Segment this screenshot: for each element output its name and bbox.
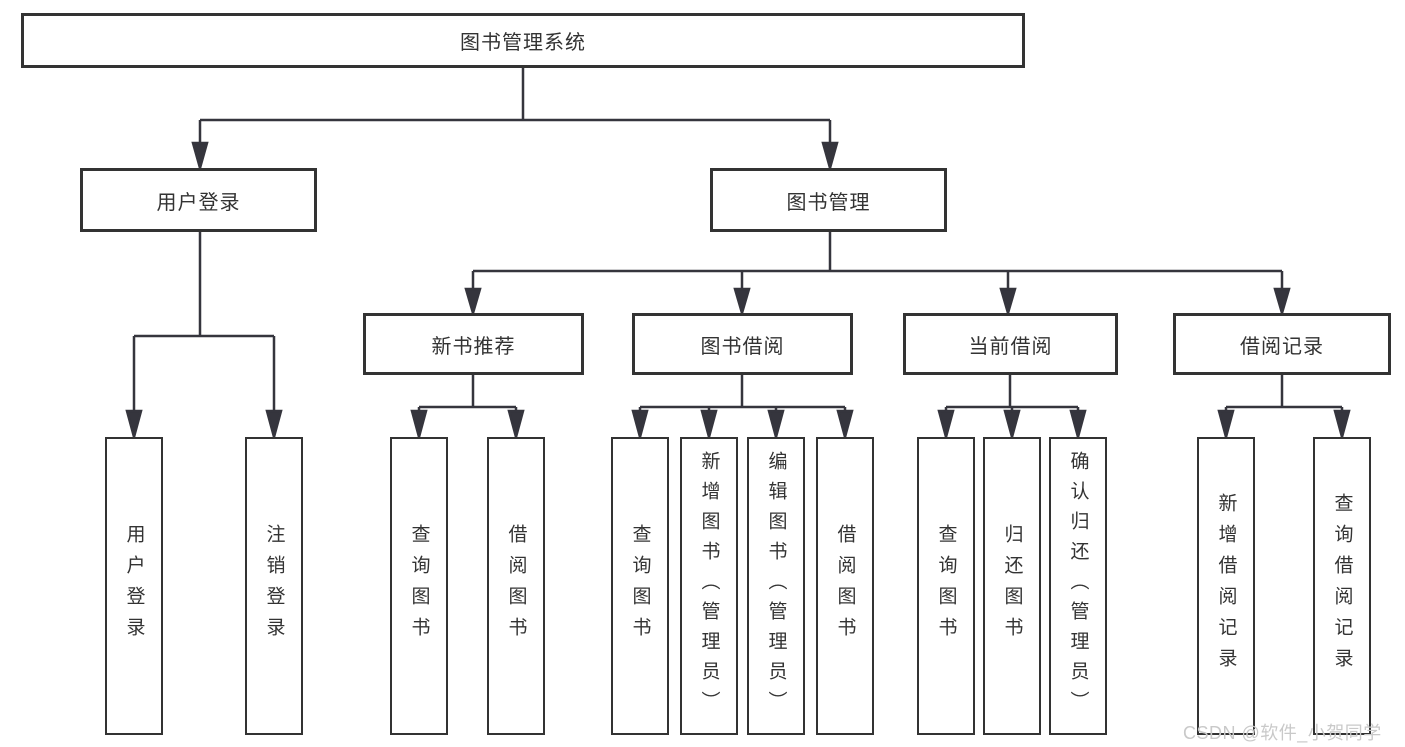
node-new-book-recommend-label: 新书推荐 [431,335,516,358]
leaf-borrow-borrow-books: 借阅图书 [816,437,874,735]
node-book-borrow: 图书借阅 [632,313,853,375]
node-borrow-records-label: 借阅记录 [1240,335,1324,358]
connector-root-split [191,68,839,173]
node-user-login-label: 用户登录 [156,191,241,214]
connector-borrow-records-split [1217,375,1351,442]
leaf-current-query-books: 查询图书 [917,437,975,735]
connector-new-book-split [410,375,525,442]
leaf-logout: 注销登录 [245,437,303,735]
leaf-current-return-books-label: 归还图书 [1001,524,1023,648]
node-book-management: 图书管理 [710,168,947,232]
connector-book-borrow-split [631,375,854,442]
node-current-borrow-label: 当前借阅 [968,335,1053,358]
leaf-user-login: 用户登录 [105,437,163,735]
leaf-records-add-record-label: 新增借阅记录 [1215,493,1237,679]
leaf-borrow-add-books-admin: 新增图书（管理员） [680,437,738,735]
leaf-borrow-add-books-admin-label: 新增图书（管理员） [698,451,720,721]
leaf-borrow-edit-books-admin-label: 编辑图书（管理员） [765,451,787,721]
node-book-management-label: 图书管理 [786,191,871,214]
leaf-borrow-query-books-label: 查询图书 [629,524,651,648]
leaf-logout-label: 注销登录 [263,524,285,648]
connector-current-borrow-split [937,375,1087,442]
leaf-current-return-books: 归还图书 [983,437,1041,735]
node-root-system: 图书管理系统 [21,13,1025,68]
leaf-records-add-record: 新增借阅记录 [1197,437,1255,735]
leaf-current-confirm-return-admin: 确认归还（管理员） [1049,437,1107,735]
leaf-user-login-label: 用户登录 [123,524,145,648]
csdn-watermark: CSDN @软件_小贺同学 [1183,723,1382,743]
leaf-newbook-query-books-label: 查询图书 [408,524,430,648]
node-new-book-recommend: 新书推荐 [363,313,584,375]
leaf-newbook-borrow-books-label: 借阅图书 [505,524,527,648]
leaf-borrow-query-books: 查询图书 [611,437,669,735]
connector-book-management-split [464,232,1291,318]
leaf-records-query-record-label: 查询借阅记录 [1331,493,1353,679]
node-current-borrow: 当前借阅 [903,313,1118,375]
node-book-borrow-label: 图书借阅 [700,335,785,358]
leaf-current-confirm-return-admin-label: 确认归还（管理员） [1067,451,1089,721]
leaf-borrow-borrow-books-label: 借阅图书 [834,524,856,648]
leaf-borrow-edit-books-admin: 编辑图书（管理员） [747,437,805,735]
leaf-records-query-record: 查询借阅记录 [1313,437,1371,735]
node-borrow-records: 借阅记录 [1173,313,1391,375]
node-root-system-label: 图书管理系统 [460,32,586,54]
leaf-current-query-books-label: 查询图书 [935,524,957,648]
leaf-newbook-query-books: 查询图书 [390,437,448,735]
node-user-login: 用户登录 [80,168,317,232]
leaf-newbook-borrow-books: 借阅图书 [487,437,545,735]
connector-user-login-split [125,232,283,442]
